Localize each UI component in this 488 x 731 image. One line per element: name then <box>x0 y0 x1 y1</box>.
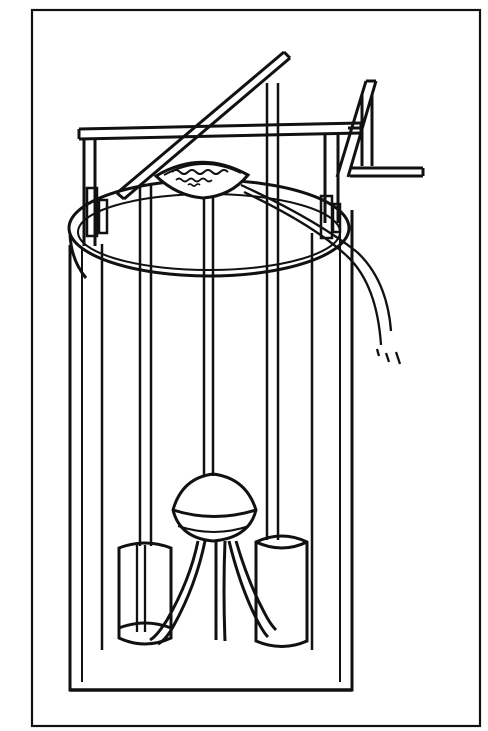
sphere <box>171 472 258 543</box>
left-cylinder <box>117 541 173 646</box>
top-bowl <box>153 160 251 200</box>
tall-vessel <box>68 210 354 692</box>
tubes <box>149 540 278 646</box>
vertical-rods <box>100 83 314 650</box>
bracket <box>335 79 425 178</box>
rim-clamps <box>85 186 342 240</box>
water-stream <box>240 183 402 365</box>
outer-frame <box>30 8 482 728</box>
tilted-rod <box>116 50 292 201</box>
right-cylinder <box>254 534 309 648</box>
